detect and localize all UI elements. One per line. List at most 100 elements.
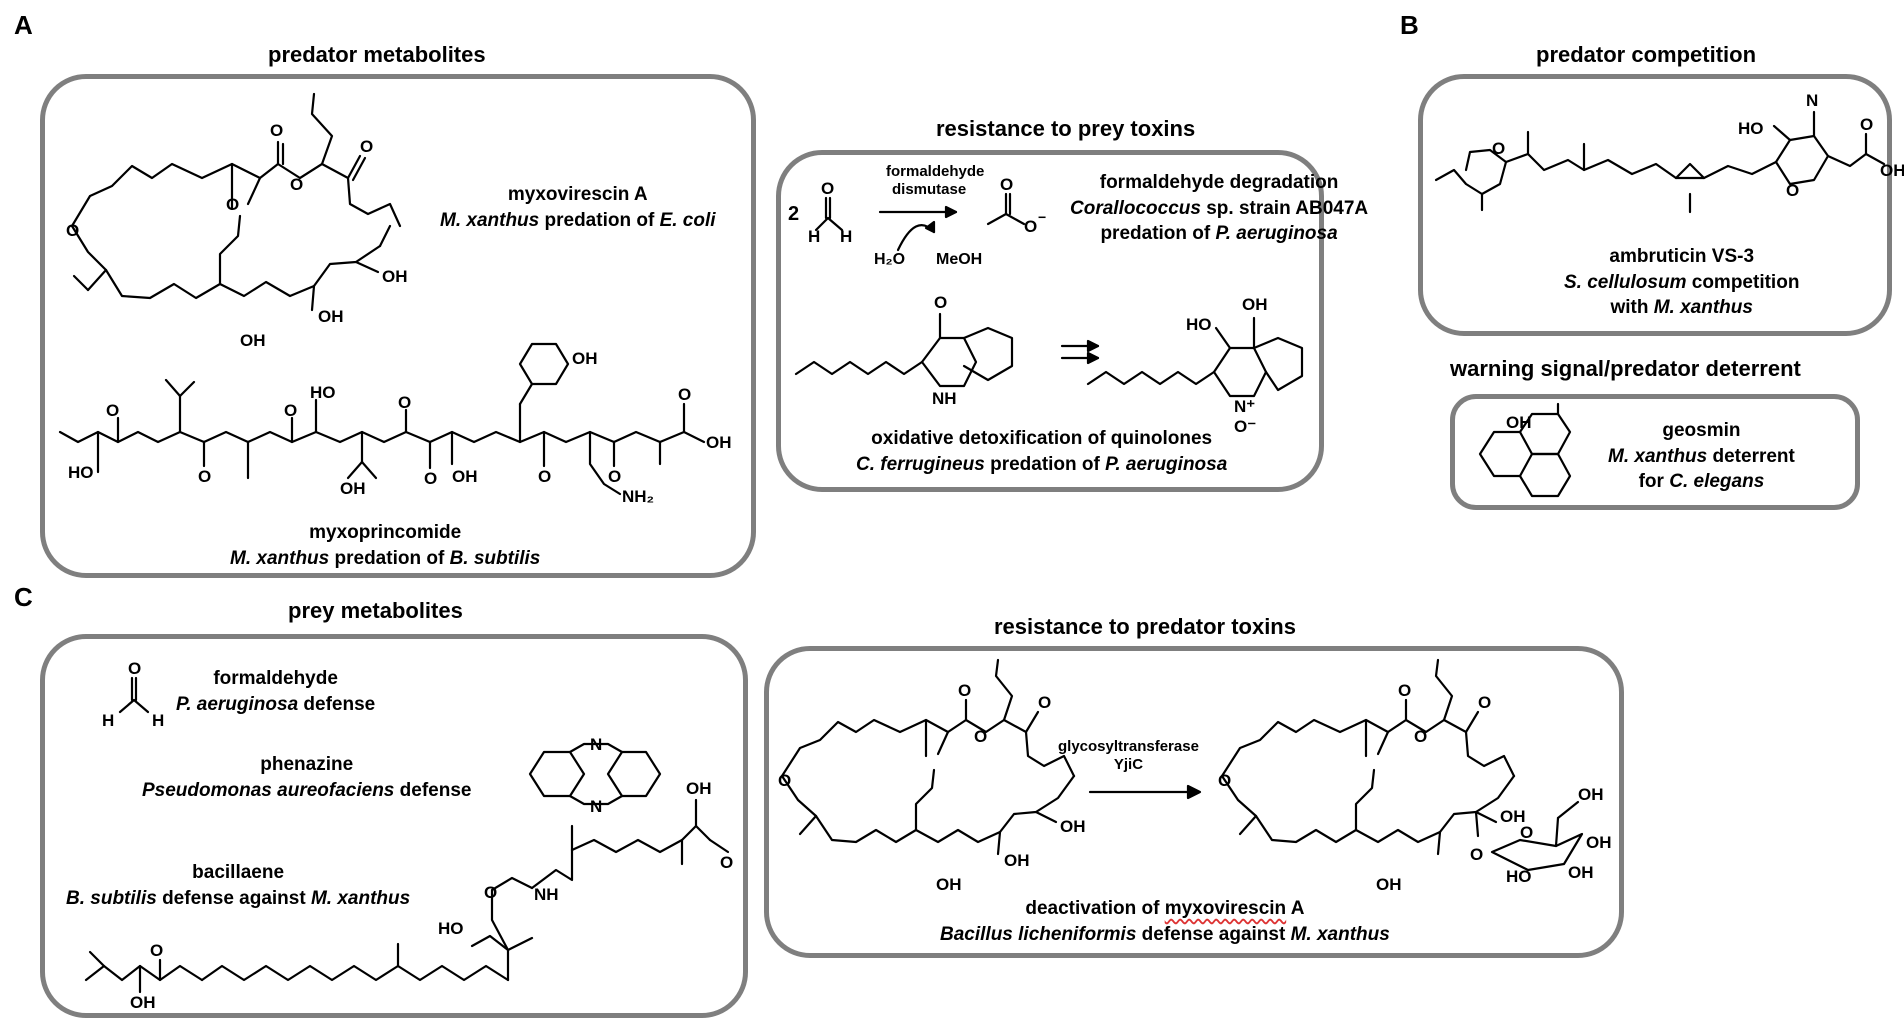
svg-text:O: O <box>284 401 297 420</box>
svg-text:OH: OH <box>318 307 344 326</box>
svg-text:O: O <box>1414 727 1427 746</box>
section-title-predator-competition: predator competition <box>1536 42 1757 67</box>
glycosyltransferase-line2: YjiC <box>1113 756 1144 773</box>
svg-text:O: O <box>150 941 163 960</box>
svg-text:HO: HO <box>310 383 336 402</box>
svg-text:OH: OH <box>1004 851 1030 870</box>
svg-text:HO: HO <box>1506 867 1532 886</box>
predator-metabolites-box <box>40 74 756 578</box>
svg-text:OH: OH <box>1568 863 1594 882</box>
myxovirescin-a-description: M. xanthus predation of E. coli <box>440 209 716 231</box>
glycosyltransferase-line1: glycosyltransferase <box>1058 738 1199 755</box>
formaldehyde-degradation-name: formaldehyde degradation <box>1099 172 1339 193</box>
bacillaene-description: B. subtilis defense against M. xanthus <box>66 887 411 909</box>
svg-text:O: O <box>360 137 373 156</box>
svg-text:O: O <box>1470 845 1483 864</box>
phenazine-description: Pseudomonas aureofaciens defense <box>142 779 472 801</box>
svg-text:NH: NH <box>534 885 559 904</box>
svg-text:2: 2 <box>788 203 799 225</box>
panel-letter-a: A <box>14 10 33 40</box>
myxoprincomide-name: myxoprincomide <box>309 522 462 543</box>
svg-text:O: O <box>720 853 733 872</box>
svg-text:OH: OH <box>936 875 962 894</box>
svg-text:HO: HO <box>68 463 94 482</box>
svg-text:O: O <box>1492 139 1505 158</box>
svg-text:O: O <box>608 467 621 486</box>
formaldehyde-degradation-label: formaldehyde degradation Corallococcus s… <box>1070 170 1368 247</box>
myxoprincomide-label: myxoprincomide M. xanthus predation of B… <box>230 520 540 571</box>
myxovirescin-a-label: myxovirescin A M. xanthus predation of E… <box>440 182 716 233</box>
formaldehyde-degradation-line3: predation of P. aeruginosa <box>1100 223 1338 245</box>
svg-text:OH: OH <box>1060 817 1086 836</box>
svg-text:O: O <box>1520 823 1533 842</box>
svg-text:OH: OH <box>1376 875 1402 894</box>
geosmin-name: geosmin <box>1662 420 1741 441</box>
formaldehyde-degradation-line2: Corallococcus sp. strain AB047A <box>1070 197 1369 219</box>
geosmin-line2: M. xanthus deterrent <box>1608 445 1795 467</box>
svg-text:O: O <box>974 727 987 746</box>
svg-text:−: − <box>1038 209 1046 225</box>
svg-text:O: O <box>290 175 303 194</box>
warning-signal-box <box>1450 394 1860 510</box>
resistance-predator-toxins-box <box>764 646 1624 958</box>
phenazine-name: phenazine <box>260 754 354 775</box>
svg-text:N⁺: N⁺ <box>1234 397 1255 416</box>
glycosyltransferase-arrow <box>1088 784 1202 800</box>
svg-text:OH: OH <box>130 993 156 1012</box>
svg-text:OH: OH <box>1880 161 1904 180</box>
ambruticin-name: ambruticin VS-3 <box>1609 246 1755 267</box>
svg-text:N: N <box>590 797 602 816</box>
svg-text:H: H <box>840 227 852 246</box>
svg-text:O: O <box>678 385 691 404</box>
formaldehyde-name: formaldehyde <box>213 668 338 689</box>
geosmin-line3: for C. elegans <box>1638 471 1765 493</box>
svg-text:O: O <box>934 293 947 312</box>
svg-text:OH: OH <box>1242 295 1268 314</box>
myxovirescin-a-glycoside-structure: O O O O OH OH O O OH OH OH HO <box>1218 658 1612 894</box>
myxovirescin-a-substrate-structure: O O O O HN OH OH OH <box>778 658 1086 894</box>
quinolone-label: oxidative detoxification of quinolones C… <box>856 426 1227 477</box>
svg-text:OH: OH <box>1506 413 1532 432</box>
prey-metabolites-box <box>40 634 748 1018</box>
ambruticin-structure: O O O HO N O OH <box>1434 91 1904 214</box>
svg-text:O: O <box>198 467 211 486</box>
svg-text:O: O <box>66 221 79 240</box>
formaldehyde-structure: O H H <box>102 659 164 730</box>
svg-text:HO: HO <box>1738 119 1764 138</box>
svg-text:OH: OH <box>340 479 366 498</box>
svg-text:H₂O: H₂O <box>874 251 905 268</box>
svg-text:HO: HO <box>1186 315 1212 334</box>
geosmin-structure: OH <box>1478 402 1572 498</box>
phenazine-structure: N N <box>528 735 662 816</box>
panel-letter-c: C <box>14 582 33 612</box>
svg-text:O: O <box>958 681 971 700</box>
svg-text:OH: OH <box>686 779 712 798</box>
bacillaene-structure: OH O H HO O NH OH O <box>84 779 733 1012</box>
ambruticin-line3: with M. xanthus <box>1610 297 1753 319</box>
myxoprincomide-description: M. xanthus predation of B. subtilis <box>230 547 541 569</box>
svg-text:OH: OH <box>706 433 732 452</box>
ambruticin-label: ambruticin VS-3 S. cellulosum competitio… <box>1564 244 1799 321</box>
section-title-resistance-prey-toxins: resistance to prey toxins <box>936 116 1196 141</box>
section-title-resistance-predator-toxins: resistance to predator toxins <box>994 614 1296 639</box>
section-title-warning-signal: warning signal/predator deterrent <box>1450 356 1801 381</box>
svg-text:O: O <box>1478 693 1491 712</box>
resistance-prey-toxins-box <box>776 150 1324 492</box>
deactivation-name: deactivation of myxovirescin A <box>1025 898 1305 919</box>
quinolone-name: oxidative detoxification of quinolones <box>871 428 1213 449</box>
svg-text:O: O <box>1860 115 1873 134</box>
svg-text:O: O <box>1000 175 1013 194</box>
geosmin-label: geosmin M. xanthus deterrent for C. eleg… <box>1608 418 1795 495</box>
svg-text:H: H <box>102 711 114 730</box>
svg-text:O: O <box>1398 681 1411 700</box>
svg-text:O: O <box>270 121 283 140</box>
myxovirescin-a-name: myxovirescin A <box>507 184 648 205</box>
svg-text:O: O <box>538 467 551 486</box>
bacillaene-label: bacillaene B. subtilis defense against M… <box>66 860 410 911</box>
svg-text:O: O <box>484 883 497 902</box>
bacillaene-name: bacillaene <box>192 862 285 883</box>
svg-text:O: O <box>1024 217 1037 236</box>
section-title-prey-metabolites: prey metabolites <box>288 598 463 623</box>
svg-text:O: O <box>424 469 437 488</box>
svg-text:H: H <box>152 711 164 730</box>
